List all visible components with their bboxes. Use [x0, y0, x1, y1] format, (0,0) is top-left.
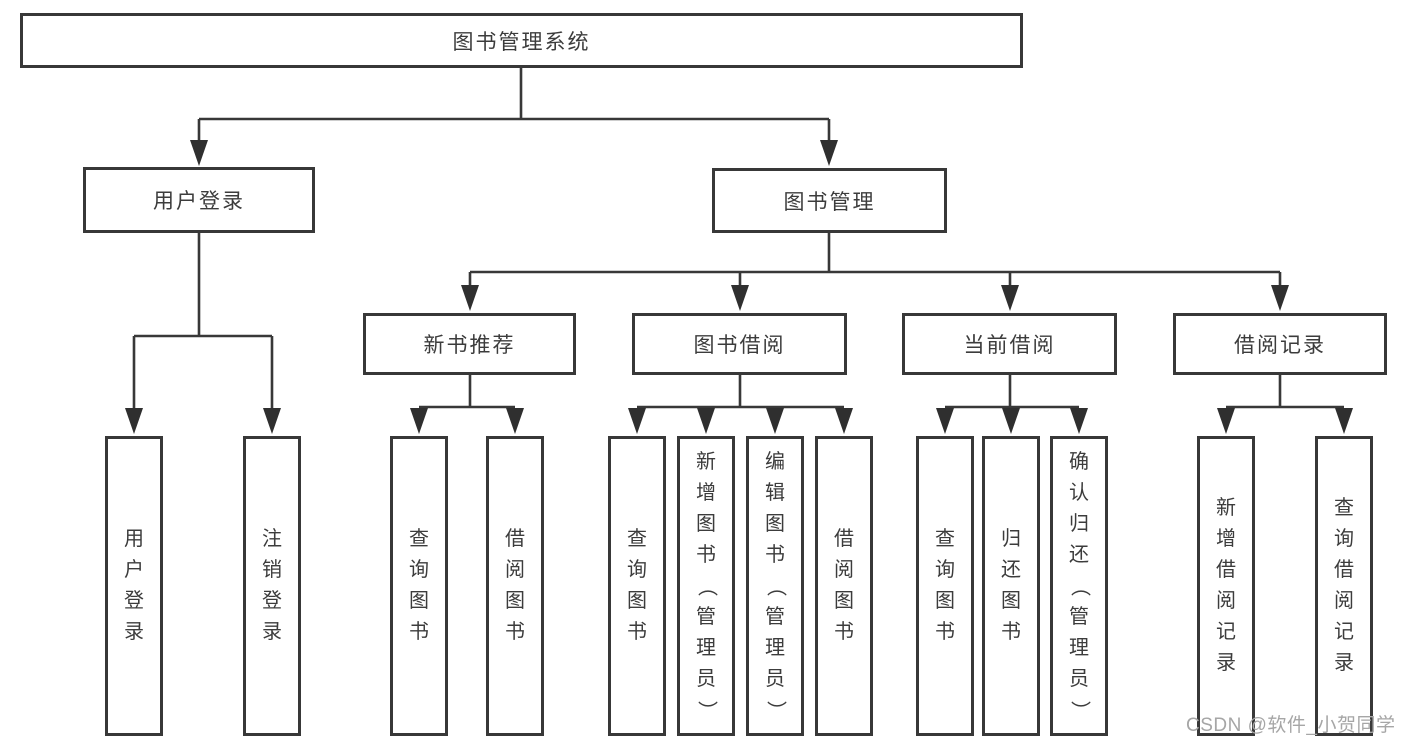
leaf-label: 新增图书（管理员）: [695, 450, 718, 721]
csdn-watermark: CSDN @软件_小贺同学: [1186, 715, 1396, 736]
root-label: 图书管理系统: [452, 30, 591, 54]
leaf-label: 查询借阅记录: [1334, 497, 1354, 674]
leaf-box-borrow-books-recommend: 借阅图书: [486, 436, 544, 736]
node-box-current-borrowing: 当前借阅: [902, 313, 1117, 375]
node-box-borrowing-records: 借阅记录: [1173, 313, 1387, 375]
leaf-box-return-books: 归还图书: [982, 436, 1040, 736]
leaf-box-query-books-current: 查询图书: [916, 436, 974, 736]
node-box-book-borrowing: 图书借阅: [632, 313, 847, 375]
leaf-label: 归还图书: [1001, 528, 1021, 643]
connector-bookborrow-to-leaves: [637, 375, 844, 409]
leaf-label: 注销登录: [262, 528, 282, 643]
branch-box-user-login: 用户登录: [83, 167, 315, 233]
leaf-box-logout: 注销登录: [243, 436, 301, 736]
connector-root-to-level2: [197, 68, 831, 145]
leaf-label: 查询图书: [409, 528, 429, 643]
branch-label: 图书管理: [783, 190, 876, 214]
leaf-label: 借阅图书: [834, 528, 854, 643]
leaf-box-query-books: 查询图书: [608, 436, 666, 736]
connector-userlogin-to-leaves: [132, 233, 274, 412]
leaf-box-confirm-return-admin: 确认归还（管理员）: [1050, 436, 1108, 736]
branch-box-book-management: 图书管理: [712, 168, 947, 233]
leaf-box-query-books-recommend: 查询图书: [390, 436, 448, 736]
leaf-label: 查询图书: [935, 528, 955, 643]
node-label: 图书借阅: [693, 334, 786, 357]
leaf-box-add-borrow-record: 新增借阅记录: [1197, 436, 1255, 736]
leaf-label: 用户登录: [124, 528, 144, 643]
leaf-box-user-login: 用户登录: [105, 436, 163, 736]
leaf-label: 确认归还（管理员）: [1068, 450, 1091, 721]
leaf-label: 新增借阅记录: [1216, 497, 1236, 674]
node-box-new-book-recommendation: 新书推荐: [363, 313, 576, 375]
branch-label: 用户登录: [153, 190, 245, 213]
connector-currentborrow-to-leaves: [945, 375, 1079, 409]
arrowheads: [125, 140, 1353, 434]
connector-bookmgmt-to-level3: [468, 233, 1282, 289]
leaf-box-edit-books-admin: 编辑图书（管理员）: [746, 436, 804, 736]
leaf-box-add-books-admin: 新增图书（管理员）: [677, 436, 735, 736]
leaf-label: 编辑图书（管理员）: [764, 450, 787, 721]
leaf-label: 查询图书: [627, 528, 647, 643]
node-label: 当前借阅: [963, 334, 1056, 357]
connector-borrowrecords-to-leaves: [1226, 375, 1344, 409]
leaf-box-borrow-books: 借阅图书: [815, 436, 873, 736]
leaf-label: 借阅图书: [505, 528, 525, 643]
node-label: 新书推荐: [423, 334, 516, 357]
connector-newbook-to-leaves: [419, 375, 515, 409]
leaf-box-query-borrow-record: 查询借阅记录: [1315, 436, 1373, 736]
node-label: 借阅记录: [1234, 334, 1326, 357]
root-box-library-management-system: 图书管理系统: [20, 13, 1023, 68]
